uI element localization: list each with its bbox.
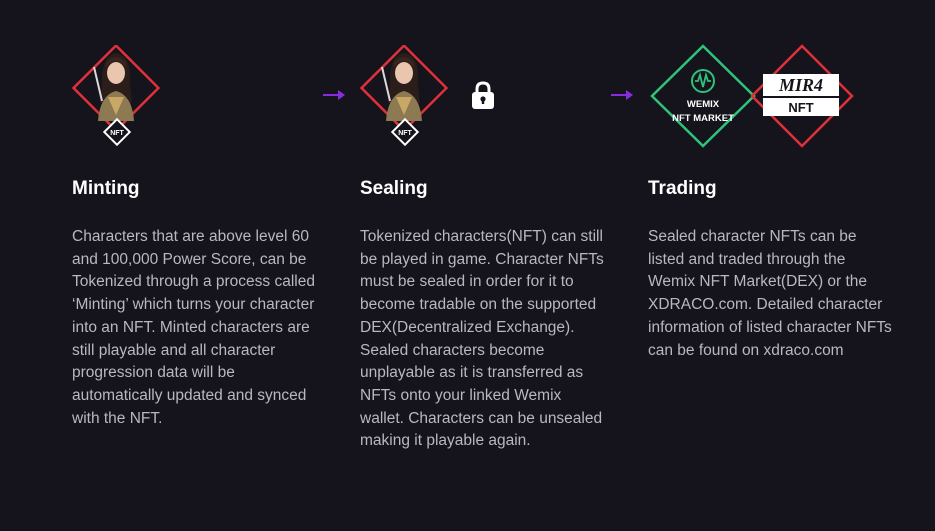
- mir4-logo-text: MIR4: [778, 75, 823, 95]
- minting-title: Minting: [72, 178, 140, 199]
- mir4-nft-text: NFT: [788, 100, 813, 115]
- sealing-description: Tokenized characters(NFT) can still be p…: [360, 228, 604, 450]
- trading-description: Sealed character NFTs can be listed and …: [648, 228, 892, 359]
- wemix-logo-line2: NFT MARKET: [672, 113, 734, 124]
- mir4-logo-icon: MIR4 NFT: [750, 44, 854, 148]
- wemix-logo-icon: WEMIX NFT MARKET: [650, 44, 756, 148]
- character-portrait-icon: NFT: [360, 45, 449, 147]
- minting-description: Characters that are above level 60 and 1…: [72, 228, 315, 427]
- trading-title: Trading: [648, 178, 717, 199]
- nft-badge-text: NFT: [110, 130, 124, 137]
- sealing-title: Sealing: [360, 178, 428, 199]
- nft-badge-text: NFT: [398, 130, 412, 137]
- wemix-logo-line1: WEMIX: [687, 99, 720, 110]
- arrow-right-icon: [323, 90, 345, 100]
- arrow-right-icon: [611, 90, 633, 100]
- character-portrait-icon: NFT: [72, 45, 161, 147]
- lock-icon: [472, 81, 494, 109]
